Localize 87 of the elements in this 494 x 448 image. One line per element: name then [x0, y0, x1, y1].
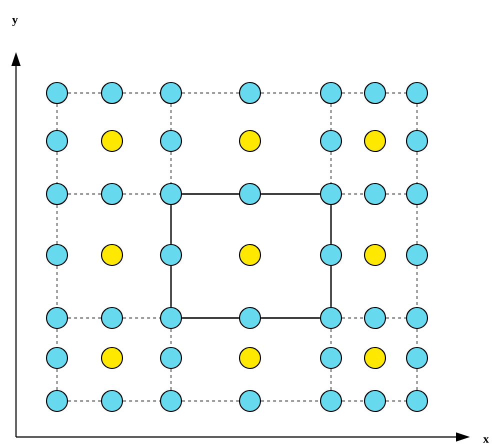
dashed-line [386, 92, 406, 94]
circle-marker [320, 390, 342, 412]
line [261, 193, 320, 195]
circle-marker [406, 130, 428, 152]
circle-marker [364, 244, 386, 266]
circle-marker [160, 244, 182, 266]
circle-marker [238, 306, 262, 330]
axis-label: y [12, 18, 18, 26]
circle-marker [160, 390, 182, 412]
circle-marker [406, 82, 428, 104]
dashed-line [416, 266, 418, 308]
circle-marker [238, 130, 262, 152]
circle-marker [320, 244, 342, 266]
dashed-line [342, 400, 364, 402]
circle-marker [160, 346, 182, 370]
dashed-line [68, 400, 102, 402]
line [170, 205, 172, 244]
dashed-line [342, 92, 364, 94]
circle-marker [46, 244, 68, 266]
circle-marker [100, 390, 124, 412]
axis-label: x [483, 437, 489, 443]
dashed-line [416, 368, 418, 390]
dashed-line [386, 400, 406, 402]
dashed-line [56, 368, 58, 390]
line [261, 317, 320, 319]
dashed-line [170, 152, 172, 184]
circle-marker [320, 346, 342, 370]
circle-marker [364, 82, 386, 104]
dashed-line [56, 266, 58, 308]
circle-marker [100, 346, 124, 370]
circle-marker [238, 182, 262, 206]
dashed-line [68, 92, 102, 94]
circle-marker [320, 130, 342, 152]
circle-marker [238, 390, 262, 412]
dashed-line [260, 400, 320, 402]
circle-marker [364, 130, 386, 152]
circle-marker [406, 346, 428, 370]
dashed-line [56, 204, 58, 244]
circle-marker [320, 182, 342, 206]
dashed-line [170, 104, 172, 130]
dashed-line [330, 368, 332, 390]
circle-marker [46, 182, 68, 206]
dashed-line [182, 92, 240, 94]
dashed-line [182, 400, 240, 402]
dashed-line [416, 104, 418, 130]
circle-marker [238, 82, 262, 104]
dashed-line [56, 152, 58, 184]
circle-marker [238, 244, 262, 266]
circle-marker [100, 244, 124, 266]
circle-marker [406, 244, 428, 266]
circle-marker [46, 390, 68, 412]
dashed-line [330, 104, 332, 130]
circle-marker [100, 306, 124, 330]
circle-marker [160, 306, 182, 330]
circle-marker [100, 82, 124, 104]
dashed-line [122, 92, 160, 94]
circle-marker [160, 182, 182, 206]
circle-marker [320, 82, 342, 104]
circle-marker [406, 182, 428, 206]
circle-marker [160, 130, 182, 152]
dashed-line [330, 152, 332, 184]
dashed-line [56, 104, 58, 130]
circle-marker [364, 182, 386, 206]
circle-marker [46, 82, 68, 104]
dashed-line [416, 204, 418, 244]
line [182, 317, 239, 319]
circle-marker [364, 306, 386, 330]
dashed-line [416, 152, 418, 184]
line [330, 266, 332, 307]
line [330, 205, 332, 244]
circle-marker [364, 390, 386, 412]
circle-marker [406, 306, 428, 330]
circle-marker [320, 306, 342, 330]
circle-marker [46, 306, 68, 330]
dashed-line [260, 92, 320, 94]
circle-marker [46, 130, 68, 152]
dashed-line [122, 400, 160, 402]
line [182, 193, 239, 195]
circle-marker [160, 82, 182, 104]
circle-marker [406, 390, 428, 412]
circle-marker [238, 346, 262, 370]
circle-marker [364, 346, 386, 370]
circle-marker [100, 182, 124, 206]
line [170, 266, 172, 307]
dashed-line [170, 368, 172, 390]
circle-marker [100, 130, 124, 152]
circle-marker [46, 346, 68, 370]
